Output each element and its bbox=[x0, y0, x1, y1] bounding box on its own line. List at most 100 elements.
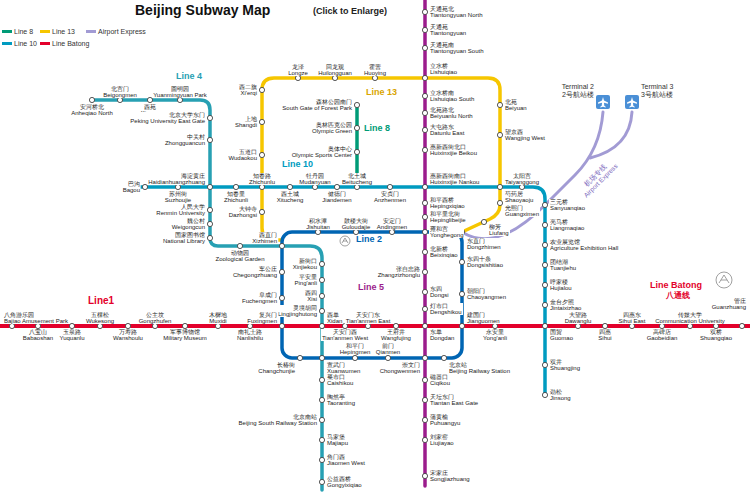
station-dot bbox=[575, 323, 580, 328]
station-dot bbox=[342, 323, 347, 328]
station-name: 西二旗 bbox=[239, 84, 257, 90]
station-name: Tuanjiehu bbox=[550, 265, 576, 271]
station-name: Guangximen bbox=[505, 211, 539, 217]
station-name: 森林公园南门 bbox=[282, 99, 352, 105]
station-label: 雍和宫Yonghegong bbox=[429, 226, 464, 238]
station-dot bbox=[354, 149, 359, 154]
legend-swatch bbox=[86, 30, 96, 33]
station-name: 和平西桥 bbox=[430, 197, 465, 203]
station-name: 阜成门 bbox=[242, 292, 277, 298]
station-label: 长椿街Changchunjie bbox=[257, 362, 296, 374]
station-name: 玉泉路 bbox=[59, 329, 84, 335]
station-name: 积水潭 bbox=[306, 218, 330, 224]
airport-icon bbox=[598, 97, 608, 108]
station-label: 朝阳门Chaoyangmen bbox=[466, 288, 507, 300]
station-name: 朝阳门 bbox=[467, 288, 506, 294]
station-dot bbox=[422, 45, 427, 50]
station-name: Majiapu bbox=[327, 440, 348, 446]
station-label: 健德门Jiandemen bbox=[321, 191, 352, 203]
station-label: 灯市口Dengshikou bbox=[429, 303, 463, 315]
station-name: 西四 bbox=[305, 290, 317, 296]
station-name: 王府井 bbox=[381, 329, 411, 335]
station-label: 立水桥南Lishuiqiao South bbox=[429, 90, 475, 102]
station-name: 高碑店 bbox=[647, 329, 678, 335]
station-name: 望京西 bbox=[505, 129, 545, 135]
station-name: 动物园 bbox=[215, 250, 264, 256]
station-dot bbox=[142, 184, 147, 189]
station-name: Tiantongyuan bbox=[430, 30, 466, 36]
station-name: Xizhimen bbox=[252, 238, 277, 244]
station-dot bbox=[497, 184, 502, 189]
station-name: Jianguomen bbox=[467, 318, 500, 324]
station-label: 陶然亭Taoranting bbox=[326, 394, 356, 406]
station-label: 北京大学东门Peking University East Gate bbox=[129, 112, 206, 124]
station-name: Liufang bbox=[489, 230, 509, 236]
station-name: Anzhenmen bbox=[374, 197, 406, 203]
station-dot bbox=[422, 323, 427, 328]
station-name: Chegongzhuang bbox=[233, 272, 277, 278]
station-name: 立水桥南 bbox=[430, 90, 474, 96]
legend-swatch bbox=[2, 42, 12, 45]
station-name: 西土城 bbox=[277, 191, 304, 197]
station-name: Bagou bbox=[123, 187, 140, 193]
station-label: 人民大学Renmin University bbox=[155, 204, 206, 216]
station-label: 呼家楼Hujialou bbox=[549, 279, 573, 291]
station-name: Chaoyangmen bbox=[467, 294, 506, 300]
station-name: Jiaomen West bbox=[327, 460, 365, 466]
station-dot bbox=[422, 9, 427, 14]
station-dot bbox=[207, 137, 212, 142]
station-name: 双桥 bbox=[700, 329, 732, 335]
station-name: Mudanyuan bbox=[299, 179, 330, 185]
station-dot bbox=[319, 323, 324, 328]
station-name: Hepingmen bbox=[340, 349, 371, 355]
legend-text: Airport Express bbox=[98, 28, 146, 35]
station-name: Guanzhuang bbox=[712, 304, 746, 310]
station-name: 亮马桥 bbox=[550, 219, 584, 225]
station-label: 西直门Xizhimen bbox=[251, 232, 278, 244]
station-name: 北苑 bbox=[505, 99, 527, 105]
station-name: 健德门 bbox=[322, 191, 351, 197]
station-label: 八角游乐园Bajiao Amusement Park bbox=[3, 312, 69, 324]
station-name: Tiantongyuan North bbox=[430, 12, 482, 18]
station-dot bbox=[237, 243, 242, 248]
airport-icon bbox=[625, 95, 639, 109]
station-name: 公主坟 bbox=[139, 312, 172, 318]
airport-express-track bbox=[462, 112, 603, 239]
station-dot bbox=[125, 323, 130, 328]
station-label: 东单Dongdan bbox=[429, 329, 455, 341]
map-title: Beijing Subway Map bbox=[135, 3, 270, 17]
station-dot bbox=[519, 184, 524, 189]
station-label: 三元桥Sanyuanqiao bbox=[549, 199, 586, 211]
station-label: 中关村Zhongguancun bbox=[164, 134, 206, 146]
station-name: Beijing Railway Station bbox=[449, 368, 510, 374]
station-name: Ping'anli bbox=[295, 280, 318, 286]
station-name: Tian'anmen West bbox=[322, 335, 368, 341]
station-dot bbox=[279, 243, 284, 248]
station-name: Lishuiqiao bbox=[430, 69, 457, 75]
station-name: Longze bbox=[288, 70, 308, 76]
line-name: Line 8 bbox=[364, 124, 390, 133]
station-dot bbox=[259, 184, 264, 189]
station-name: Agriculture Exhibition Hall bbox=[550, 245, 618, 251]
station-label: 天安门西Tian'anmen West bbox=[321, 329, 369, 341]
station-name: 大屯路东 bbox=[430, 124, 464, 130]
station-name: 柳芳 bbox=[489, 224, 509, 230]
station-dot bbox=[459, 323, 464, 328]
station-name: Muxidi bbox=[209, 318, 227, 324]
station-name: Songjiazhuang bbox=[430, 476, 470, 482]
station-name: 安河桥北 bbox=[71, 104, 113, 110]
station-label: 亮马桥Liangmaqiao bbox=[549, 219, 585, 231]
station-name: 霍营 bbox=[364, 64, 386, 70]
station-name: 陶然亭 bbox=[327, 394, 355, 400]
station-label: 安河桥北Anheqiao North bbox=[70, 104, 114, 116]
station-name: 木樨地 bbox=[209, 312, 227, 318]
station-dot bbox=[542, 323, 547, 328]
station-name: Huixinxijie Nankou bbox=[430, 179, 479, 185]
station-label: 高碑店Gaobeidian bbox=[646, 329, 679, 341]
station-dot bbox=[319, 308, 324, 313]
station-name: 惠新西街北口 bbox=[430, 144, 477, 150]
station-name: Nanlishilu bbox=[237, 335, 263, 341]
station-name: Zhichunli bbox=[224, 197, 248, 203]
station-dot bbox=[354, 184, 359, 189]
station-name: 五棵松 bbox=[86, 312, 114, 318]
